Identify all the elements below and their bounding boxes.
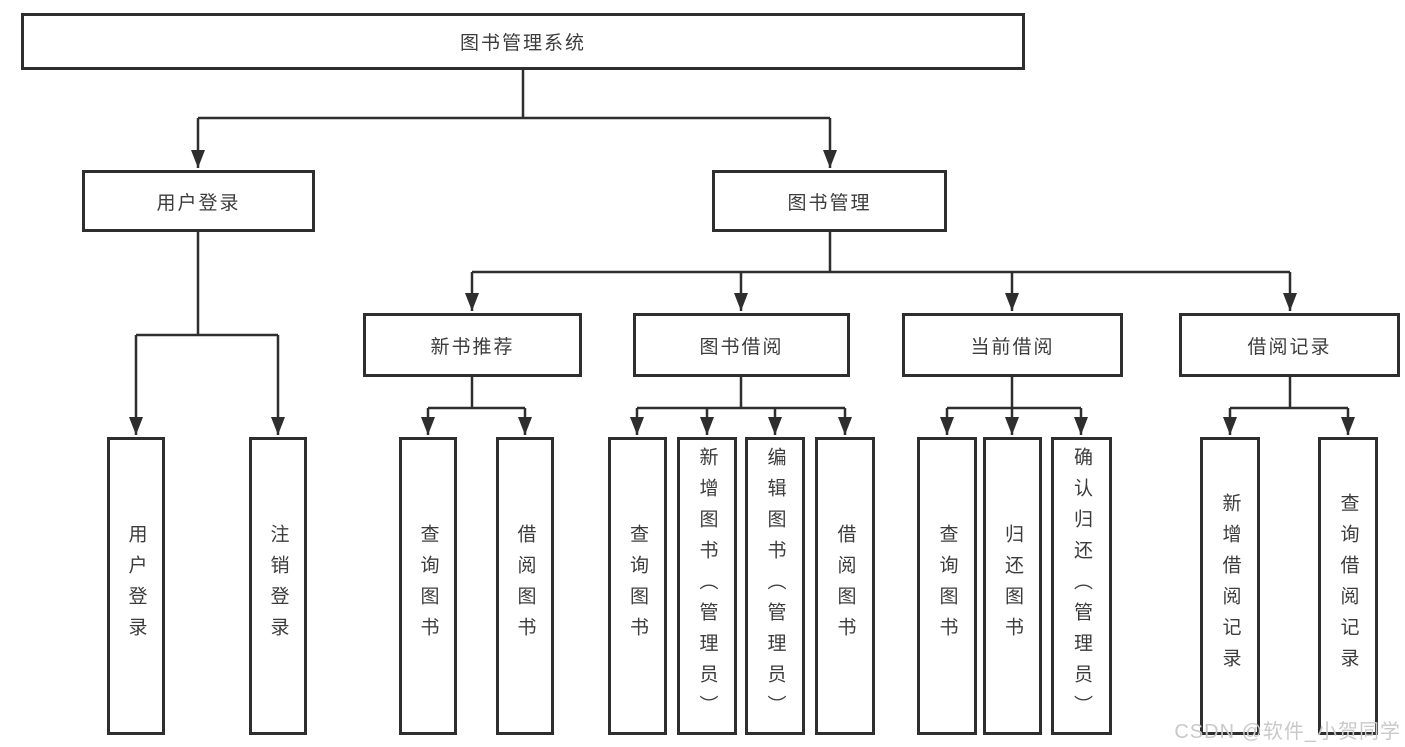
node-book-borrowing: 图书借阅 bbox=[633, 313, 850, 377]
leaf-confirm-return-admin: 确认归还（管理员） bbox=[1051, 437, 1112, 735]
leaf-logout: 注销登录 bbox=[249, 437, 307, 735]
node-label: 图书管理系统 bbox=[459, 33, 586, 54]
node-label: 查询图书 bbox=[627, 524, 648, 648]
node-label: 归还图书 bbox=[1002, 524, 1023, 648]
node-library-management-system: 图书管理系统 bbox=[21, 13, 1025, 70]
node-label: 查询图书 bbox=[417, 524, 439, 648]
node-label: 用户登录 bbox=[156, 192, 241, 214]
node-label: 确认归还（管理员） bbox=[1071, 446, 1092, 726]
node-new-book-recommend: 新书推荐 bbox=[363, 313, 582, 377]
leaf-borrow-books-recommend: 借阅图书 bbox=[496, 437, 554, 735]
leaf-add-books-admin: 新增图书（管理员） bbox=[677, 437, 737, 735]
node-label: 图书借阅 bbox=[699, 336, 784, 358]
leaf-query-books-borrowing: 查询图书 bbox=[608, 437, 667, 735]
node-current-borrowing: 当前借阅 bbox=[902, 313, 1123, 377]
node-user-login: 用户登录 bbox=[82, 170, 315, 232]
node-label: 新增图书（管理员） bbox=[696, 446, 718, 726]
leaf-borrow-books: 借阅图书 bbox=[815, 437, 875, 735]
leaf-add-borrow-record: 新增借阅记录 bbox=[1200, 437, 1260, 735]
node-book-management: 图书管理 bbox=[712, 170, 947, 232]
leaf-query-borrow-record: 查询借阅记录 bbox=[1318, 437, 1378, 735]
node-label: 新书推荐 bbox=[430, 336, 515, 358]
node-label: 新增借阅记录 bbox=[1219, 493, 1241, 679]
node-label: 编辑图书（管理员） bbox=[764, 446, 786, 726]
node-label: 借阅图书 bbox=[514, 524, 536, 648]
leaf-edit-books-admin: 编辑图书（管理员） bbox=[745, 437, 805, 735]
leaf-query-books-current: 查询图书 bbox=[917, 437, 977, 735]
node-borrowing-records: 借阅记录 bbox=[1179, 313, 1400, 377]
node-label: 当前借阅 bbox=[970, 336, 1055, 358]
node-label: 查询借阅记录 bbox=[1337, 493, 1359, 679]
node-label: 借阅图书 bbox=[834, 524, 856, 648]
node-label: 注销登录 bbox=[267, 524, 289, 648]
leaf-return-books: 归还图书 bbox=[983, 437, 1042, 735]
leaf-query-books-recommend: 查询图书 bbox=[399, 437, 457, 735]
node-label: 用户登录 bbox=[125, 524, 147, 648]
node-label: 图书管理 bbox=[787, 192, 872, 214]
node-label: 借阅记录 bbox=[1247, 336, 1332, 358]
csdn-watermark: CSDN @软件_小贺同学 bbox=[1174, 721, 1401, 743]
leaf-user-login: 用户登录 bbox=[107, 437, 165, 735]
node-label: 查询图书 bbox=[936, 524, 958, 648]
